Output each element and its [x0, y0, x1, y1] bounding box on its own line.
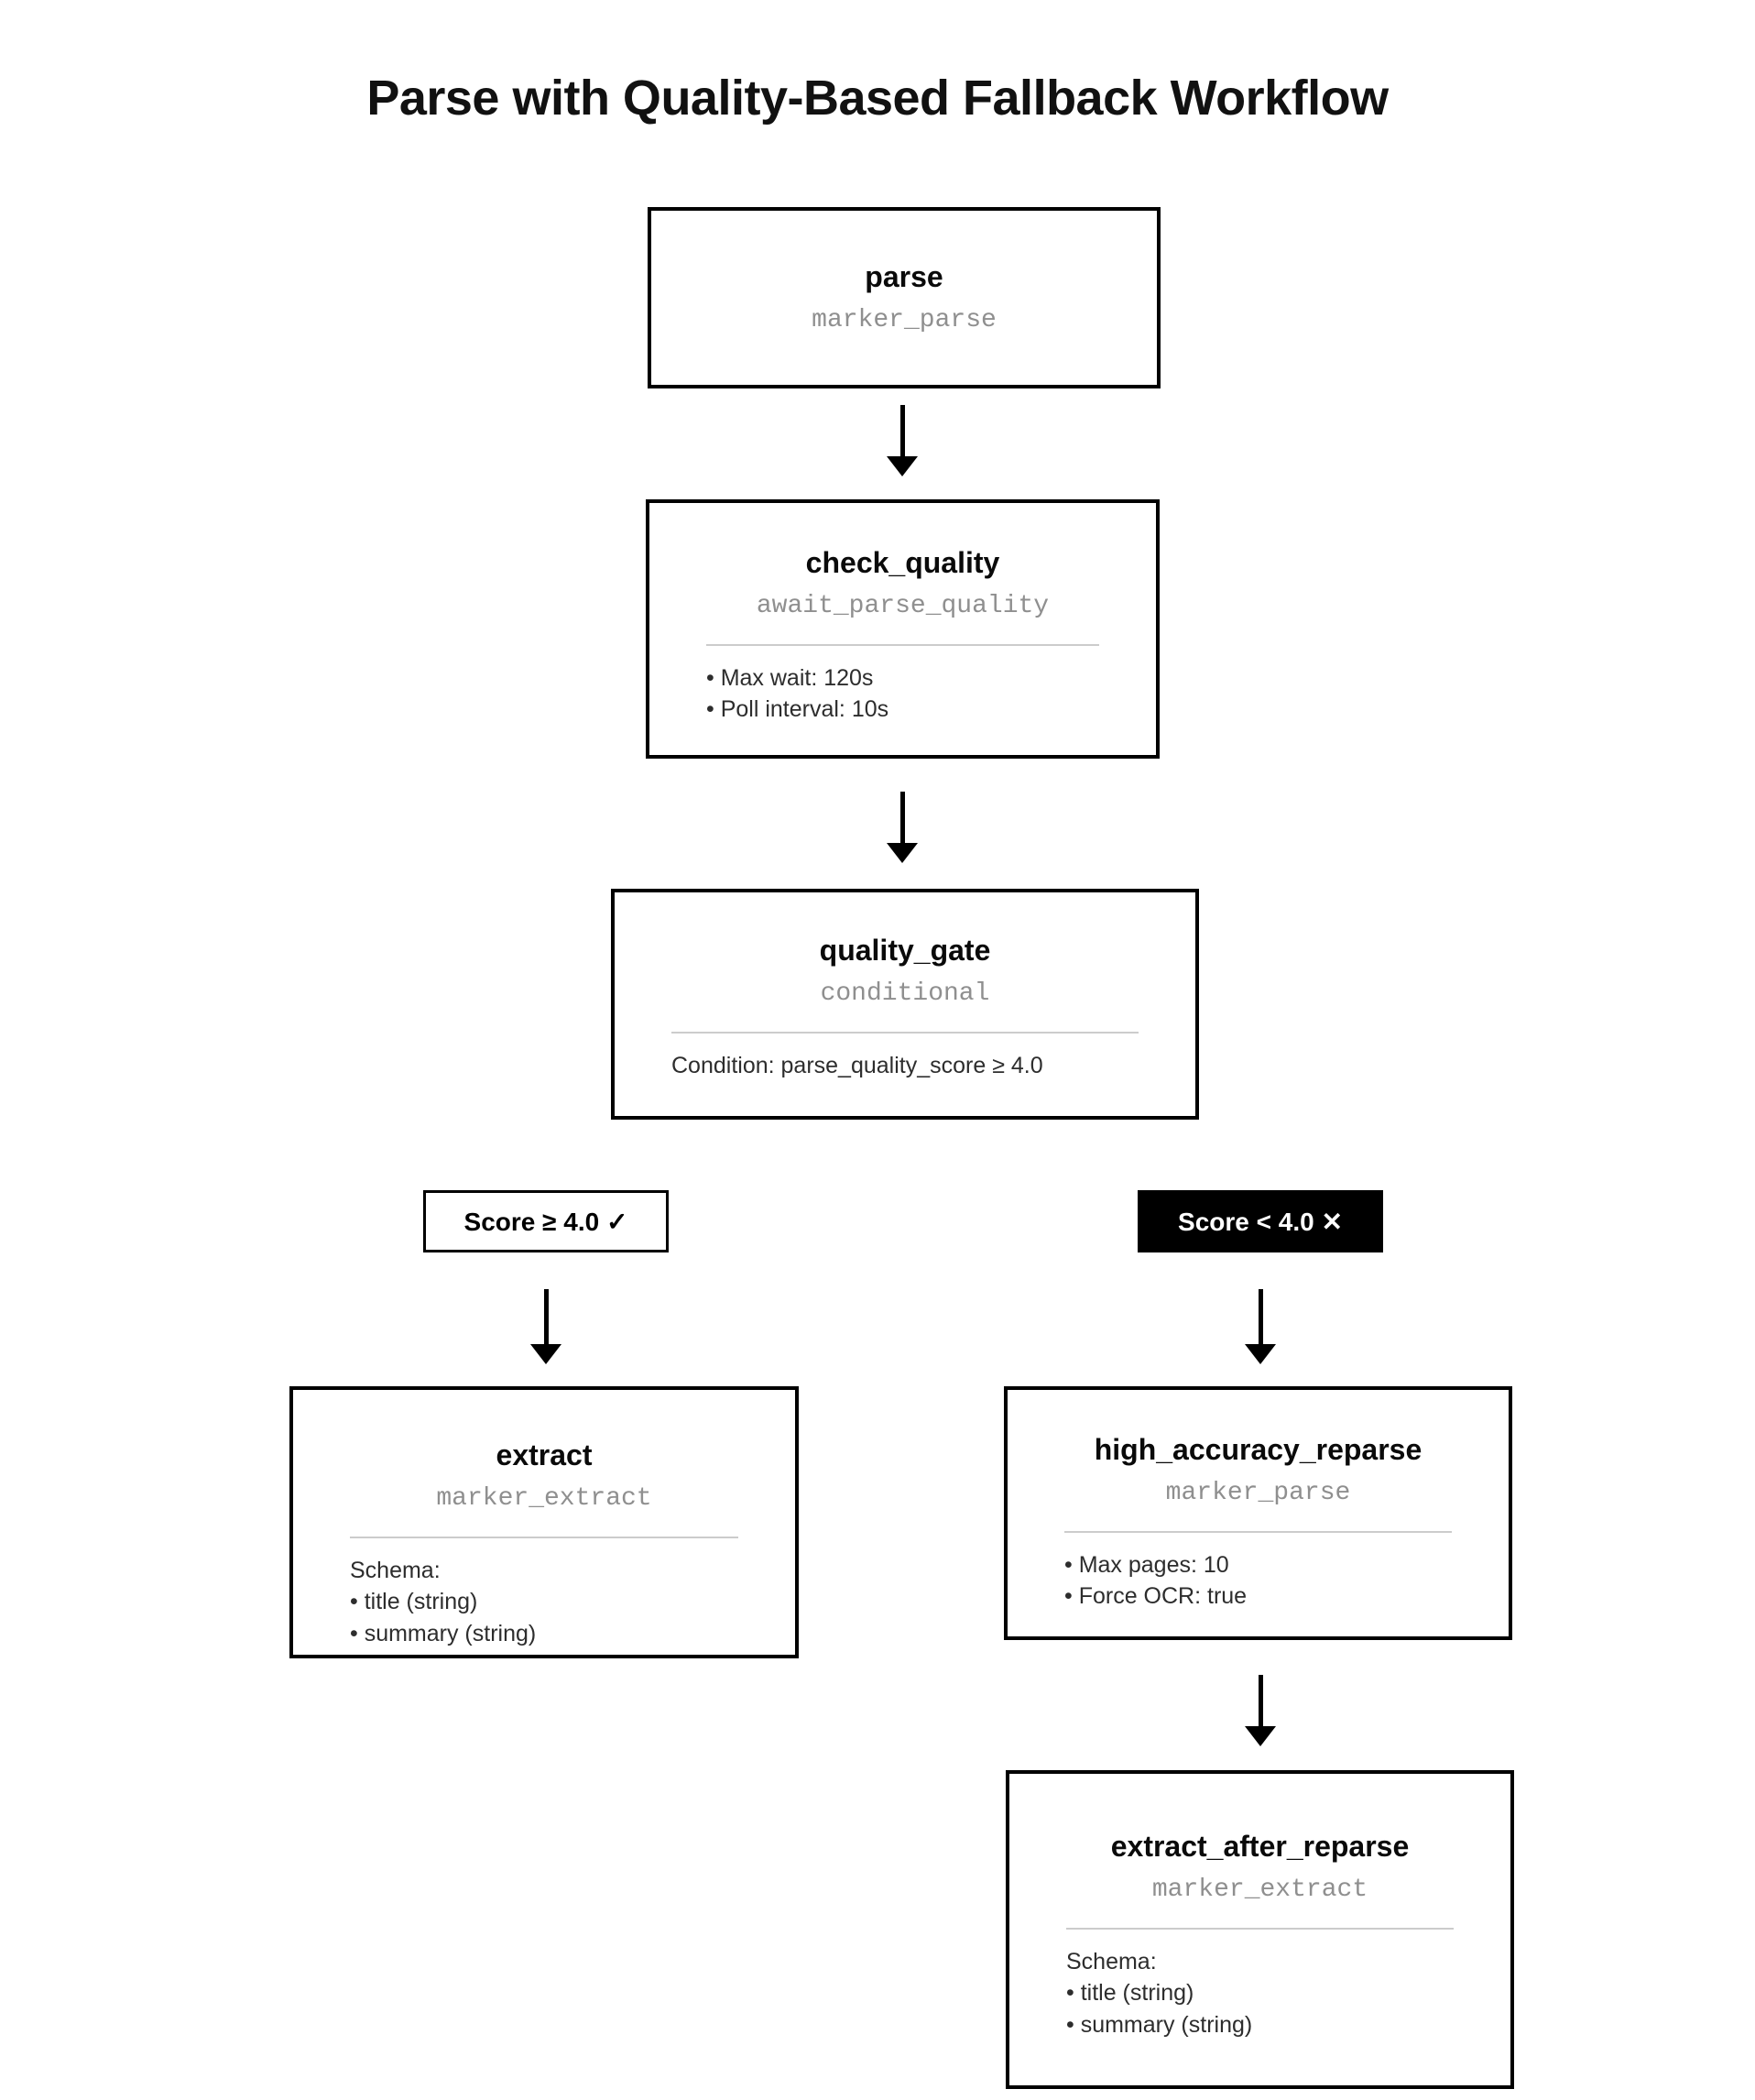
node-extract: extract marker_extract Schema: • title (… [289, 1386, 799, 1658]
arrow-shaft [543, 1289, 549, 1344]
node-check-quality: check_quality await_parse_quality • Max … [646, 499, 1160, 759]
divider [706, 643, 1099, 646]
node-quality-gate-title: quality_gate [819, 934, 991, 967]
node-high-accuracy-reparse: high_accuracy_reparse marker_parse • Max… [1004, 1386, 1512, 1640]
node-check-quality-title: check_quality [805, 546, 1000, 579]
arrow-head [887, 843, 918, 863]
page-title: Parse with Quality-Based Fallback Workfl… [366, 71, 1389, 126]
arrow-head [530, 1344, 561, 1364]
node-high-accuracy-reparse-title: high_accuracy_reparse [1094, 1433, 1423, 1466]
node-parse: parse marker_parse [648, 207, 1161, 388]
branch-label-pass: Score ≥ 4.0 ✓ [423, 1190, 669, 1252]
node-extract-after-reparse: extract_after_reparse marker_extract Sch… [1006, 1770, 1514, 2089]
arrow-head [1245, 1344, 1276, 1364]
schema-label: Schema: [350, 1557, 441, 1583]
divider [350, 1536, 738, 1538]
node-extract-details: Schema: • title (string) • summary (stri… [350, 1555, 738, 1650]
node-extract-after-reparse-tool: marker_extract [1151, 1876, 1368, 1905]
divider [671, 1031, 1139, 1034]
condition-text: Condition: parse_quality_score ≥ 4.0 [671, 1052, 1043, 1078]
node-check-quality-details: • Max wait: 120s • Poll interval: 10s [706, 662, 1099, 726]
node-extract-tool: marker_extract [436, 1484, 652, 1514]
detail-line: • Force OCR: true [1064, 1583, 1248, 1610]
detail-line: • Max wait: 120s [706, 664, 874, 691]
schema-label: Schema: [1066, 1948, 1157, 1974]
detail-line: • summary (string) [1066, 2011, 1253, 2038]
node-high-accuracy-reparse-tool: marker_parse [1165, 1479, 1351, 1508]
node-quality-gate-details: Condition: parse_quality_score ≥ 4.0 [671, 1050, 1139, 1082]
arrow-shaft [899, 405, 905, 456]
detail-line: • title (string) [350, 1589, 478, 1615]
detail-line: • title (string) [1066, 1980, 1194, 2007]
arrow-down-icon [530, 1289, 561, 1364]
arrow-head [887, 456, 918, 476]
node-high-accuracy-reparse-details: • Max pages: 10 • Force OCR: true [1064, 1549, 1452, 1613]
detail-line: • summary (string) [350, 1620, 537, 1646]
divider [1066, 1927, 1454, 1930]
arrow-down-icon [1245, 1289, 1276, 1364]
arrow-down-icon [1245, 1675, 1276, 1746]
node-extract-title: extract [496, 1438, 593, 1471]
arrow-head [1245, 1726, 1276, 1746]
node-quality-gate: quality_gate conditional Condition: pars… [611, 889, 1199, 1120]
arrow-shaft [899, 792, 905, 843]
detail-line: • Poll interval: 10s [706, 696, 889, 723]
node-extract-after-reparse-title: extract_after_reparse [1110, 1830, 1410, 1863]
arrow-shaft [1258, 1289, 1263, 1344]
branch-label-fail: Score < 4.0 ✕ [1138, 1190, 1383, 1252]
detail-line: • Max pages: 10 [1064, 1551, 1229, 1578]
arrow-down-icon [887, 405, 918, 476]
arrow-shaft [1258, 1675, 1263, 1726]
node-check-quality-tool: await_parse_quality [756, 592, 1050, 621]
divider [1064, 1530, 1452, 1533]
node-extract-after-reparse-details: Schema: • title (string) • summary (stri… [1066, 1946, 1454, 2041]
node-quality-gate-tool: conditional [820, 979, 990, 1009]
node-parse-title: parse [865, 260, 943, 293]
arrow-down-icon [887, 792, 918, 863]
node-parse-tool: marker_parse [812, 306, 997, 335]
